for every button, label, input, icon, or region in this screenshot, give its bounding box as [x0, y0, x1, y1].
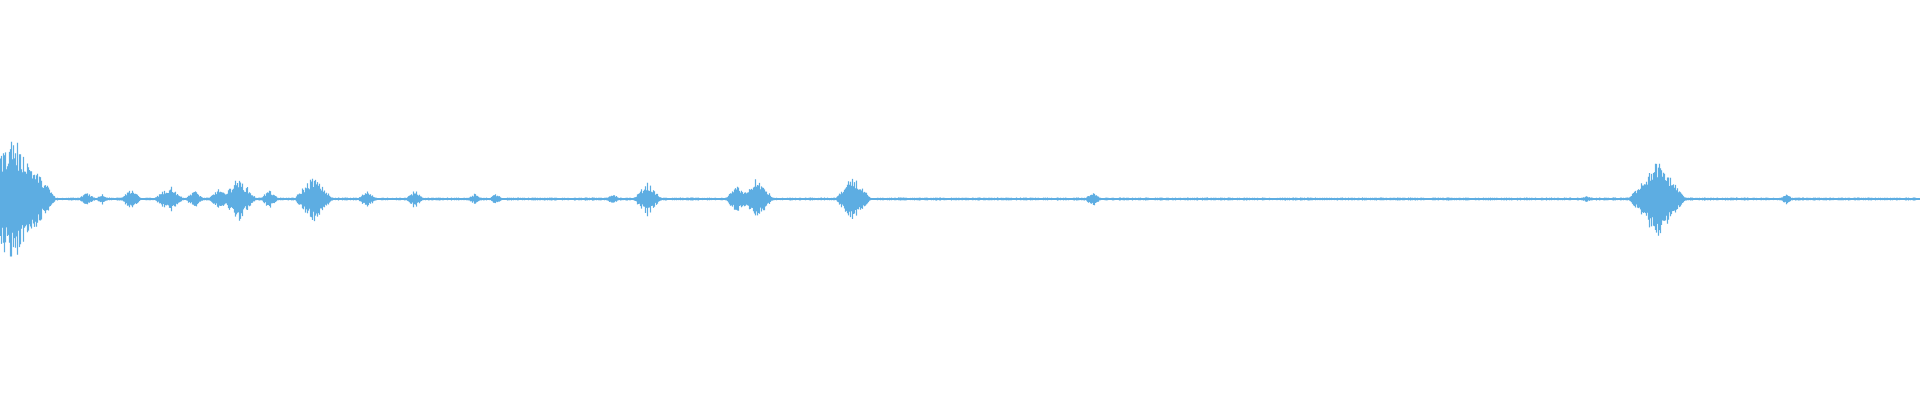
- waveform-signal: [0, 141, 1920, 257]
